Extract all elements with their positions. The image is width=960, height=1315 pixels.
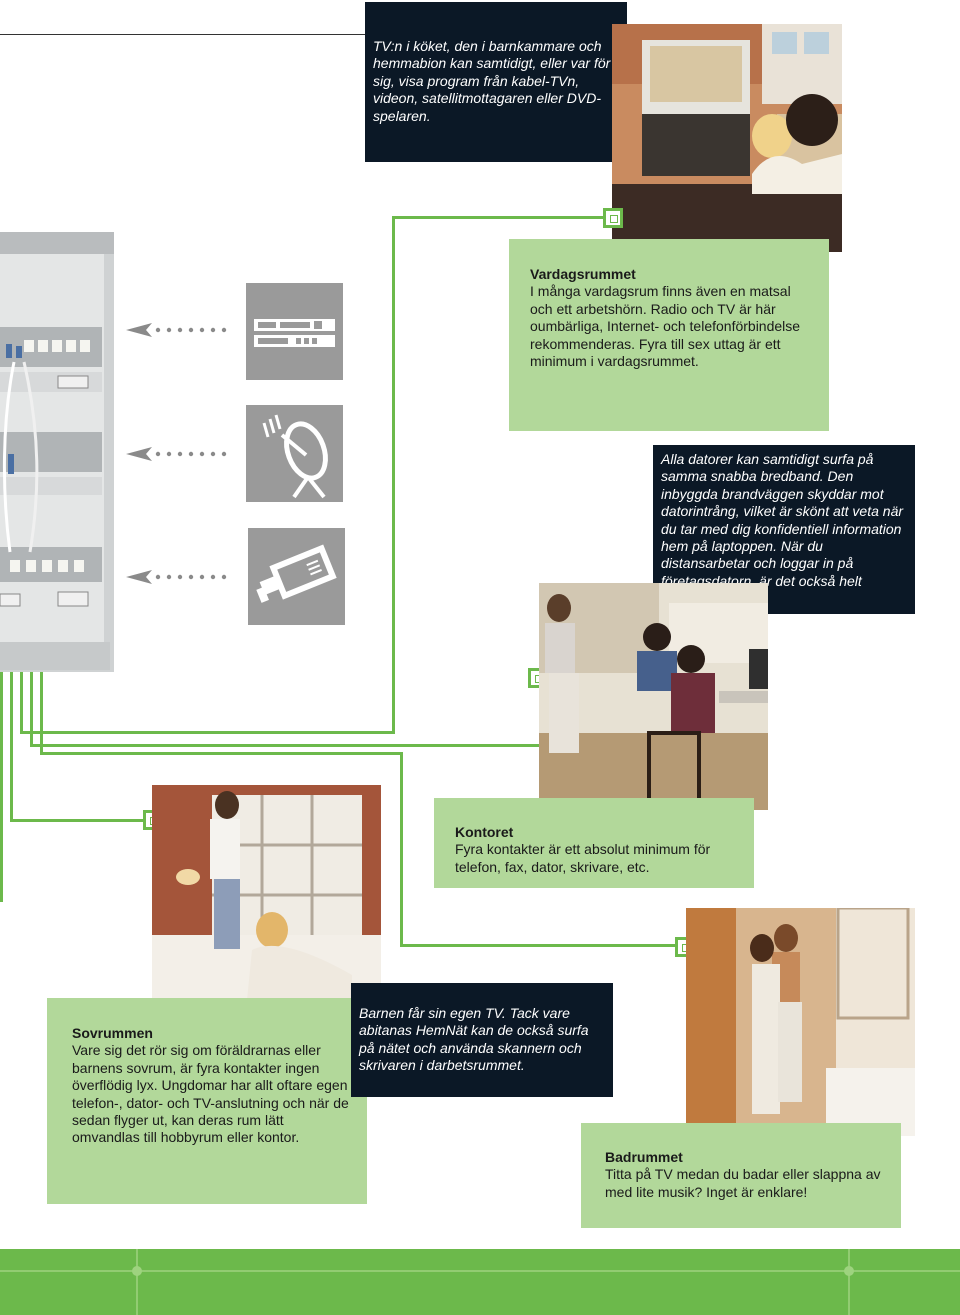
office-title: Kontoret [455, 824, 514, 840]
office-photo [539, 583, 768, 810]
satellite-dish-icon [246, 405, 343, 502]
arrow-satellite [126, 447, 227, 461]
kids-caption-text: Barnen får sin egen TV. Tack vare abitan… [359, 1005, 589, 1074]
tv-caption-box: TV:n i köket, den i barnkammare och hemm… [365, 2, 627, 162]
bedroom-box: Sovrummen Vare sig det rör sig om föräld… [47, 998, 367, 1204]
bathroom-text: Titta på TV medan du badar eller slappna… [605, 1166, 881, 1200]
arrow-stereo [126, 323, 227, 337]
bathroom-photo [686, 908, 915, 1136]
office-text: Fyra kontakter är ett absolut minimum fö… [455, 841, 711, 875]
cabinet-illustration [0, 232, 114, 672]
living-room-title: Vardagsrummet [530, 266, 636, 282]
top-rule [0, 34, 368, 35]
stereo-receiver-icon [246, 283, 343, 380]
bedroom-photo [152, 785, 381, 1011]
living-room-box: Vardagsrummet I många vardagsrum finns ä… [509, 239, 829, 431]
living-room-photo [612, 24, 842, 252]
distribution-cabinet [0, 232, 114, 672]
computers-caption-text: Alla datorer kan samtidigt surfa på samm… [661, 451, 904, 606]
bedroom-text: Vare sig det rör sig om föräldrarnas ell… [72, 1042, 349, 1146]
tv-caption-text: TV:n i köket, den i barnkammare och hemm… [373, 38, 611, 124]
video-camera-icon [248, 528, 345, 625]
bathroom-box: Badrummet Titta på TV medan du badar ell… [581, 1123, 901, 1228]
footer-bar [0, 1249, 960, 1315]
living-room-text: I många vardagsrum finns även en matsal … [530, 283, 801, 370]
wall-socket-icon [603, 208, 623, 228]
bathroom-title: Badrummet [605, 1149, 683, 1165]
arrow-video [126, 570, 227, 584]
kids-caption-box: Barnen får sin egen TV. Tack vare abitan… [351, 983, 613, 1097]
office-box: Kontoret Fyra kontakter är ett absolut m… [434, 798, 754, 888]
bedroom-title: Sovrummen [72, 1025, 153, 1041]
